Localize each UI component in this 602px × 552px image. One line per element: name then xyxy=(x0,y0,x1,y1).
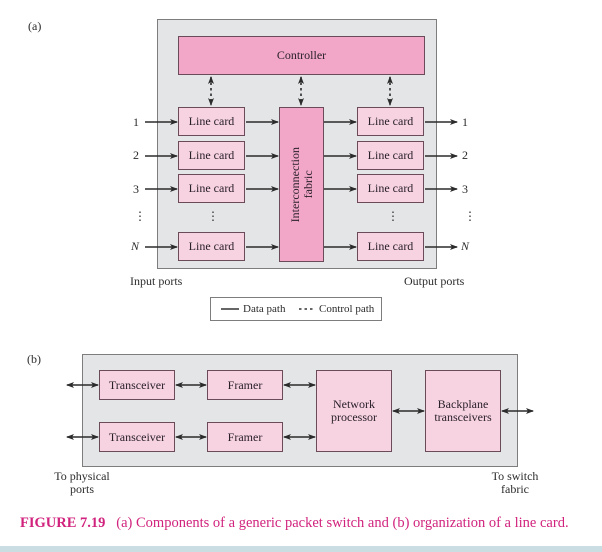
figure-number: FIGURE 7.19 xyxy=(20,515,106,531)
framer-box: Framer xyxy=(207,422,283,452)
input-cards-ellipsis: ⋮ xyxy=(207,209,219,223)
bottom-divider xyxy=(0,546,602,552)
controller-box: Controller xyxy=(178,36,425,75)
output-port-number: 3 xyxy=(462,182,468,196)
output-line-card: Line card xyxy=(357,141,424,170)
legend: Data path Control path xyxy=(210,297,382,321)
figure-caption: FIGURE 7.19 (a) Components of a generic … xyxy=(20,514,580,532)
output-ports-label: Output ports xyxy=(404,274,465,288)
legend-symbols xyxy=(221,308,315,310)
input-port-number: 3 xyxy=(133,182,139,196)
output-port-number: 2 xyxy=(462,148,468,162)
input-line-card: Line card xyxy=(178,174,245,203)
input-line-card: Line card xyxy=(178,107,245,136)
output-port-number: N xyxy=(461,239,470,253)
controller-label: Controller xyxy=(276,48,327,62)
output-line-card: Line card xyxy=(357,232,424,261)
input-port-number: N xyxy=(131,239,140,253)
framer-box: Framer xyxy=(207,370,283,400)
output-port-ellipsis: ⋮ xyxy=(464,209,476,223)
part-b-label: (b) xyxy=(27,352,41,366)
output-port-number: 1 xyxy=(462,115,468,129)
output-cards-ellipsis: ⋮ xyxy=(387,209,399,223)
transceiver-box: Transceiver xyxy=(99,422,175,452)
caption-text: (a) Components of a generic packet switc… xyxy=(116,515,569,531)
legend-control-path: Control path xyxy=(319,303,375,315)
output-line-card: Line card xyxy=(357,174,424,203)
part-a-label: (a) xyxy=(28,19,42,33)
input-port-number: 1 xyxy=(133,115,139,129)
input-line-card: Line card xyxy=(178,232,245,261)
input-ports-label: Input ports xyxy=(130,274,183,288)
input-line-card: Line card xyxy=(178,141,245,170)
transceiver-box: Transceiver xyxy=(99,370,175,400)
input-port-ellipsis: ⋮ xyxy=(134,209,146,223)
legend-data-path: Data path xyxy=(243,303,286,315)
output-line-card: Line card xyxy=(357,107,424,136)
input-port-number: 2 xyxy=(133,148,139,162)
